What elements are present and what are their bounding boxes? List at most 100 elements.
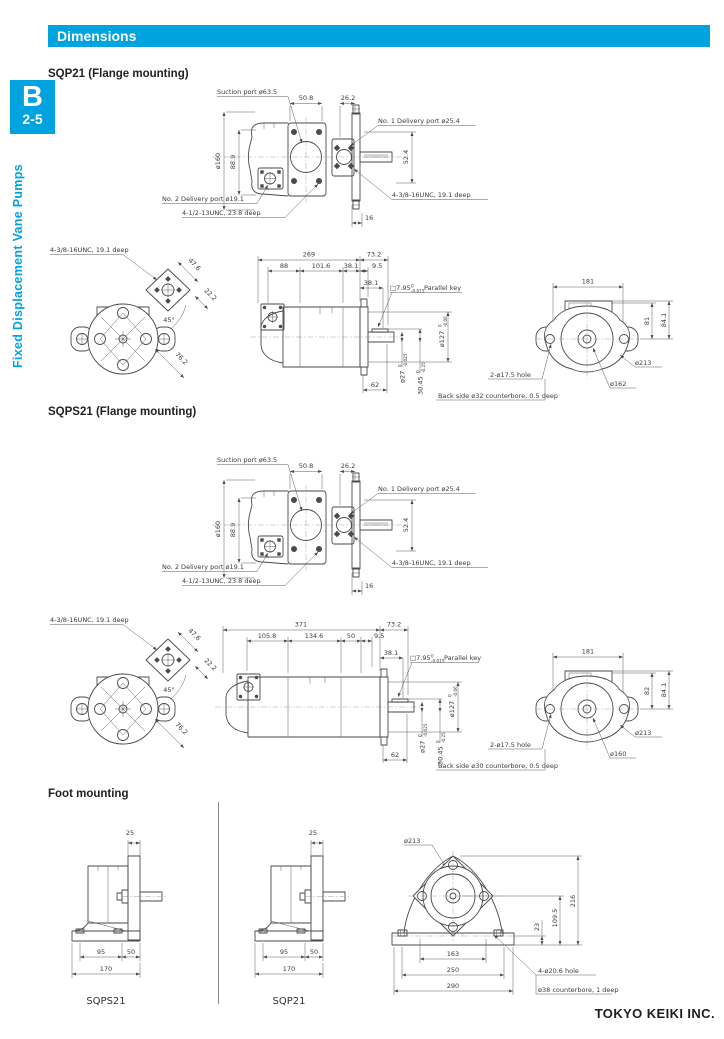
dim-95: 95 [79,943,123,961]
svg-text:50: 50 [310,948,318,956]
svg-text:62: 62 [371,381,379,389]
svg-text:ø213: ø213 [635,729,651,737]
sqps21-shaft-view: 4-3/8-16UNC, 19.1 deep 47.6 22.2 45° [50,616,218,749]
svg-text:101.6: 101.6 [312,262,331,270]
svg-text:ø27: ø27 [399,371,407,383]
parallel-key-label: □7.95 0 -0.015 Parallel key [397,654,481,698]
svg-text:No. 1 Delivery port ø25.4: No. 1 Delivery port ø25.4 [378,117,460,125]
svg-text:-0.25: -0.25 [441,732,446,743]
dim-216: 216 [460,855,582,946]
svg-text:50.8: 50.8 [299,462,313,470]
svg-text:Parallel key: Parallel key [444,654,481,662]
foot-rear-view: ø213 23 109.5 216 163 [391,837,619,995]
dim-25: 25 [126,829,141,856]
unc-38-label: 4-3/8-16UNC, 19.1 deep [50,616,158,651]
pump-end-view [70,673,176,745]
svg-text:No. 1 Delivery port ø25.4: No. 1 Delivery port ø25.4 [378,485,460,493]
no1-delivery-port-label: No. 1 Delivery port ø25.4 [349,485,476,515]
svg-text:2-ø17.5 hole: 2-ø17.5 hole [490,371,531,379]
no1-delivery-port-label: No. 1 Delivery port ø25.4 [349,117,476,147]
svg-text:163: 163 [447,950,459,958]
foot-right-caption: SQP21 [273,996,306,1007]
svg-text:4-ø20.6 hole: 4-ø20.6 hole [538,967,579,975]
counterbore-note: Back side ø30 counterbore, 0.5 deep [436,749,558,771]
dim-total: 371 [222,621,381,673]
svg-text:-0.06: -0.06 [443,316,448,327]
base-holes-label: 4-ø20.6 hole [493,934,596,976]
svg-text:0: 0 [438,324,443,327]
svg-text:□7.95: □7.95 [390,284,411,292]
svg-text:2-ø17.5 hole: 2-ø17.5 hole [490,741,531,749]
svg-text:Suction port ø63.5: Suction port ø63.5 [217,88,277,96]
svg-text:216: 216 [569,895,577,907]
dim-50-8: 50.8 [289,462,323,489]
pump-body [248,490,289,565]
svg-text:95: 95 [97,948,105,956]
flange-body [535,301,640,379]
dim-73-2: 73.2 [380,621,409,695]
dim-95: 95 [262,943,306,961]
dim-73-2: 73.2 [360,251,389,325]
pump-end-view [70,303,176,375]
top-port-flange [236,673,261,701]
svg-text:ø38 counterbore, 1 deep: ø38 counterbore, 1 deep [538,986,619,994]
foot-mounting-title: Foot mounting [48,788,129,800]
svg-text:ø160: ø160 [214,521,222,537]
dim-pilot-127: ø127 0 -0.06 [388,681,462,733]
svg-text:45°: 45° [163,686,175,694]
dim-26-2: 26.2 [339,94,356,137]
dim-total: 269 [257,251,361,303]
svg-text:47.6: 47.6 [186,257,202,273]
company-logo-text: TOKYO KEIKI INC. [594,1006,715,1021]
tab-number: 2-5 [22,111,43,127]
pilot-dia-label: ø162 [592,347,636,389]
svg-text:84.1: 84.1 [660,683,668,697]
svg-text:0: 0 [436,740,441,743]
drive-shaft [116,889,168,904]
dim-163: 163 [419,939,487,963]
drive-shaft [387,698,415,713]
svg-text:-0.025: -0.025 [423,723,428,737]
suction-flange [287,490,327,565]
dim-76-2: 76.2 [154,718,189,749]
svg-text:ø160: ø160 [610,750,626,758]
svg-text:25: 25 [309,829,317,837]
svg-text:4-3/8-16UNC, 19.1 deep: 4-3/8-16UNC, 19.1 deep [50,246,129,254]
unc-half-label: 4-1/2-13UNC, 23.8 deep [182,183,319,218]
bracket-body [254,855,324,942]
dim-25: 25 [309,829,324,856]
svg-text:30.45: 30.45 [437,746,445,765]
dim-shaft-27: ø27 0 -0.025 [418,702,428,753]
dim-key-height: 30.45 0 -0.25 [388,328,426,395]
dim-62: 62 [362,344,388,393]
dim-16: 16 [351,573,373,595]
foot-sqps21-view: 25 95 50 170 SQPS21 [71,829,168,1007]
dim-88-9: 88.9 [229,497,256,564]
svg-text:□7.95: □7.95 [410,654,431,662]
svg-text:84.1: 84.1 [660,313,668,327]
tab-letter: B [22,81,43,113]
sqp21-front-view: 50.8 26.2 ø160 88.9 52.4 16 Suction port… [162,88,488,227]
svg-text:ø27: ø27 [419,741,427,753]
sqps21-title: SQPS21 (Flange mounting) [48,406,197,418]
svg-text:ø127: ø127 [438,331,446,347]
dim-290: 290 [393,947,514,995]
dim-h2: 84.1 [612,300,673,340]
unc-38-label: 4-3/8-16UNC, 19.1 deep [353,168,488,200]
svg-text:-0.025: -0.025 [403,353,408,367]
top-port-flange [260,303,285,331]
svg-text:38.1: 38.1 [344,262,358,270]
svg-text:26.2: 26.2 [341,94,355,102]
drive-shaft [359,519,393,531]
foot-section-divider [218,802,219,1004]
sqp21-shaft-view: 4-3/8-16UNC, 19.1 deep 47.6 22.2 45° [50,246,218,379]
svg-text:88.9: 88.9 [229,523,237,537]
sqp21-side-view: 269 73.2 88 101.6 38.1 9.5 38.1 □7.95 0 … [250,251,462,395]
dim-50-8: 50.8 [289,94,323,121]
dim-52-4: 52.4 [364,499,416,552]
dim-pilot-127: ø127 0 -0.06 [368,311,452,363]
svg-text:81: 81 [643,317,651,325]
dim-key-38-1: 38.1 [380,649,404,698]
dim-170: 170 [71,943,141,978]
